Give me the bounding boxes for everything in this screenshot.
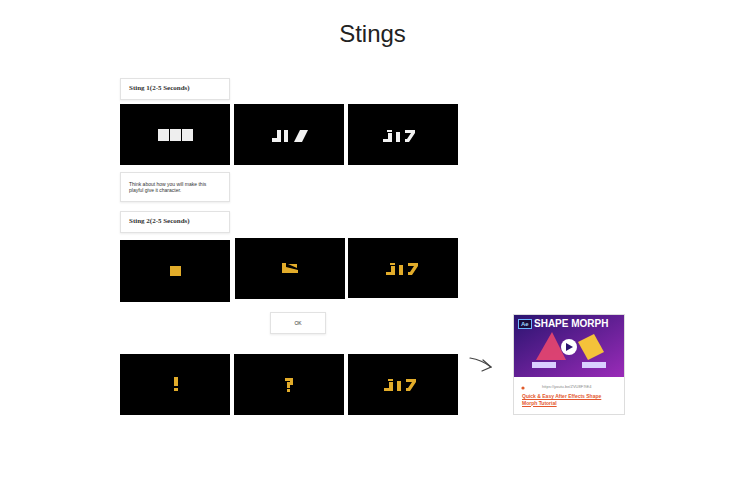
box-text: Sting 2(2-5 Seconds) — [129, 217, 221, 226]
thumbnail-title: SHAPE MORPH — [534, 318, 622, 329]
box-text: Sting 1(2-5 Seconds) — [129, 84, 221, 93]
link-url: https://youtu.be/ZVU8F7tE4 — [542, 385, 620, 390]
heading-box: Sting 1(2-5 Seconds) — [120, 78, 230, 100]
heading-box: Sting 2(2-5 Seconds) — [120, 211, 230, 233]
frame — [234, 354, 344, 415]
card-frame — [514, 315, 625, 415]
frame — [120, 104, 230, 165]
box-text: OK — [275, 320, 321, 327]
pointer-arrow — [470, 358, 491, 371]
ok-box: OK — [270, 312, 326, 334]
link-title: Quick & Easy After Effects Shape Morph T… — [522, 393, 614, 406]
frame — [348, 104, 458, 165]
box-text: Think about how you will make this playf… — [129, 181, 221, 194]
app-icon: Ae — [518, 319, 532, 329]
frame — [234, 104, 344, 165]
page-title: Stings — [0, 20, 745, 48]
frame — [120, 240, 230, 302]
frame — [120, 354, 230, 415]
frame — [348, 354, 458, 415]
frame — [348, 238, 458, 298]
frame — [235, 238, 345, 299]
note-box: Think about how you will make this playf… — [120, 172, 230, 202]
link-card: AeSHAPE MORPH https://youtu.be/ZVU8F7tE4Q… — [514, 315, 624, 415]
video-thumbnail — [514, 315, 624, 377]
